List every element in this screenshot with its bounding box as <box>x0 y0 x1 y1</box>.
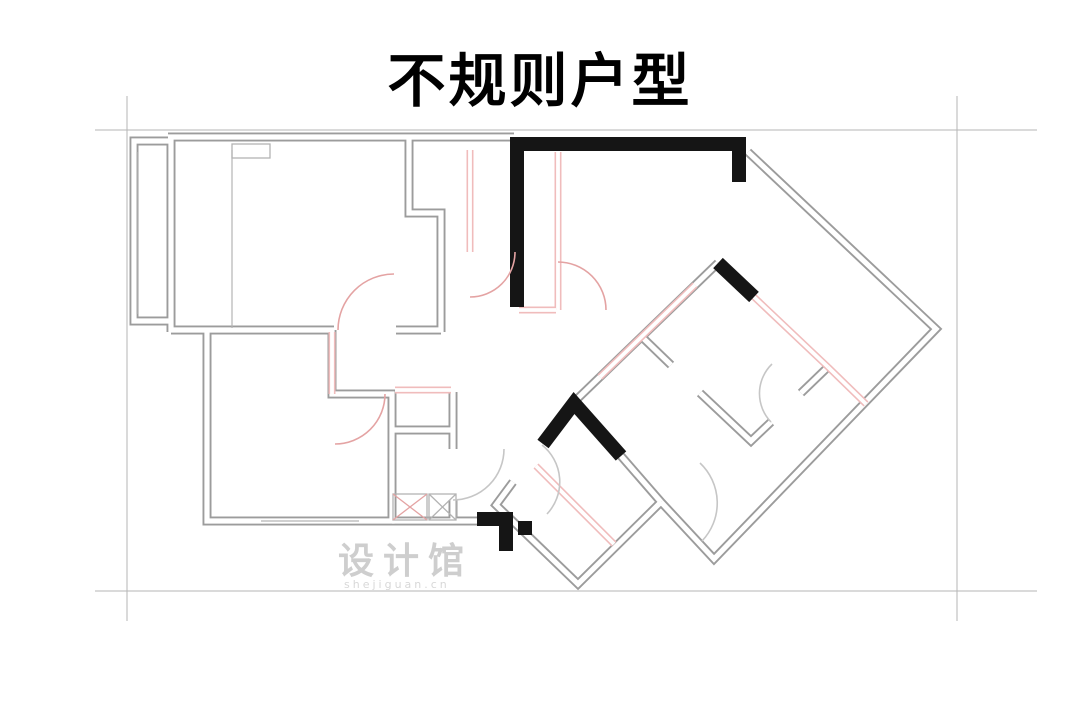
watermark-text: 设计馆 <box>338 541 474 582</box>
plan-title: 不规则户型 <box>387 47 693 115</box>
watermark-subtext: shejiguan.cn <box>344 578 450 591</box>
